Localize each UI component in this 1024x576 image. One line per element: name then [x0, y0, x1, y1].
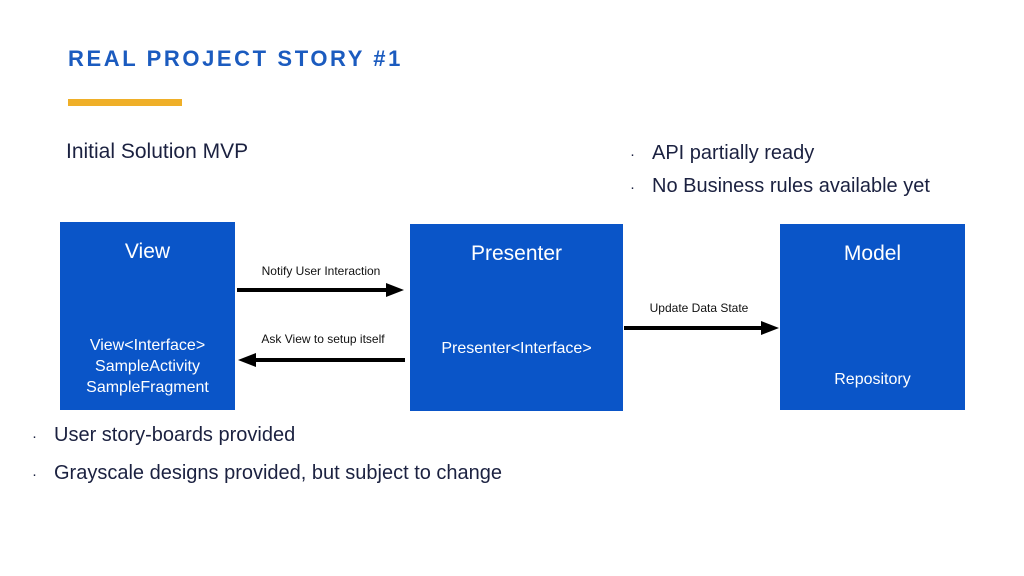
box-line: SampleActivity	[95, 357, 200, 375]
list-item: · Grayscale designs provided, but subjec…	[32, 462, 502, 485]
title-accent-rule	[68, 99, 182, 106]
box-line: Presenter<Interface>	[441, 339, 592, 357]
bullet-text: Grayscale designs provided, but subject …	[54, 462, 503, 484]
arrow-right-notify	[237, 283, 404, 297]
bullet-text: User story-boards provided	[54, 424, 296, 446]
box-title-presenter: Presenter	[470, 242, 563, 265]
diagram-box-model: Model Repository	[780, 224, 965, 410]
box-title-view: View	[124, 240, 171, 263]
box-body-view: View<Interface> SampleActivity SampleFra…	[86, 335, 209, 398]
arrow-left-ask	[238, 353, 405, 367]
box-body-presenter: Presenter<Interface>	[441, 338, 591, 359]
bullet-text: No Business rules available yet	[652, 175, 930, 197]
box-title-model: Model	[843, 242, 902, 265]
bottom-bullet-list: · User story-boards provided · Grayscale…	[32, 424, 502, 500]
list-item: · No Business rules available yet	[630, 175, 930, 198]
list-item: · API partially ready	[630, 142, 930, 165]
arrow-label-ask: Ask View to setup itself	[261, 332, 385, 346]
list-item: · User story-boards provided	[32, 424, 502, 447]
page-title: REAL PROJECT STORY #1	[68, 46, 403, 71]
box-line: Repository	[834, 370, 911, 388]
arrow-right-update	[624, 321, 779, 335]
box-line: SampleFragment	[86, 378, 209, 396]
diagram-box-view: View View<Interface> SampleActivity Samp…	[60, 222, 235, 410]
bullet-dot-icon: ·	[630, 179, 635, 196]
box-body-model: Repository	[834, 369, 910, 390]
box-line: View<Interface>	[89, 336, 206, 354]
arrow-label-notify: Notify User Interaction	[261, 264, 381, 278]
diagram-box-presenter: Presenter Presenter<Interface>	[410, 224, 623, 411]
section-label: Initial Solution MVP	[66, 140, 249, 163]
bullet-dot-icon: ·	[630, 146, 635, 163]
arrow-label-update: Update Data State	[649, 301, 749, 315]
bullet-dot-icon: ·	[32, 428, 37, 445]
right-bullet-list: · API partially ready · No Business rule…	[630, 142, 930, 208]
bullet-text: API partially ready	[652, 142, 815, 164]
bullet-dot-icon: ·	[32, 466, 37, 483]
